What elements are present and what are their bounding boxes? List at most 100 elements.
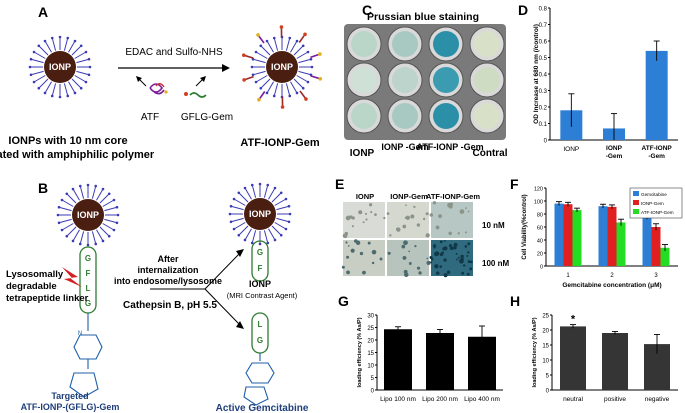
polymer-head: [107, 192, 111, 196]
bar: [598, 206, 608, 266]
y-axis-label: Cell Viability(%control): [522, 194, 528, 259]
reagents-label: EDAC and Sulfo-NHS: [125, 47, 223, 58]
polymer-head: [287, 204, 291, 208]
y-axis-label: OD Increase at 680 nm (/control): [533, 24, 540, 124]
cell-speck: [453, 242, 458, 247]
micrograph-tile: [343, 202, 385, 238]
polymer-head: [288, 36, 292, 40]
cell-speck: [422, 217, 426, 221]
polymer-strand: [285, 37, 291, 51]
peptide-capsule-right-top: [251, 240, 269, 282]
polymer-strand: [66, 193, 77, 204]
polymer-strand: [44, 81, 52, 94]
panel-label-b: B: [38, 180, 49, 196]
polymer-head: [112, 228, 116, 232]
cell-speck: [450, 202, 453, 206]
polymer-strand: [263, 184, 269, 198]
well-liquid: [433, 103, 459, 129]
plate-col-1: IONP: [350, 148, 375, 159]
cell-speck: [408, 250, 410, 253]
legend-label: IONP-Gem: [641, 201, 664, 206]
well-liquid: [433, 31, 459, 57]
polymer-strand: [68, 40, 76, 53]
polymer-head: [32, 80, 36, 84]
polymer-strand: [266, 81, 274, 94]
polymer-head: [288, 94, 292, 98]
cell-speck: [457, 232, 460, 235]
well-liquid: [392, 31, 418, 57]
well-liquid: [351, 103, 377, 129]
cell-speck: [346, 270, 350, 275]
cell-speck: [459, 209, 465, 214]
y-tick-label: 0.6: [539, 40, 548, 46]
cell-speck: [435, 271, 440, 275]
bar: [563, 204, 573, 266]
polymer-head: [232, 227, 236, 231]
bar: [602, 333, 628, 390]
peptide-capsule-right-bottom: [251, 312, 269, 354]
x-tick-label: IONP: [606, 145, 623, 152]
y-tick-label: 20: [537, 252, 543, 258]
branch-up-head: [236, 249, 244, 257]
y-tick-label: 120: [534, 187, 543, 193]
cell-speck: [346, 255, 350, 259]
bar: [572, 210, 582, 266]
polymer-head: [258, 242, 262, 246]
polymer-strand: [260, 78, 271, 89]
cell-speck: [460, 257, 464, 261]
y-axis-label: loading efficiency (% As/P): [357, 317, 363, 387]
gem-n-left: N: [78, 331, 82, 337]
panel-label-e: E: [335, 176, 345, 192]
significance-annotation: *: [571, 314, 576, 326]
polymer-strand: [298, 70, 312, 76]
polymer-strand: [266, 40, 274, 53]
cell-speck: [354, 239, 358, 243]
polymer-head: [232, 197, 236, 201]
cell-speck: [460, 254, 464, 259]
cell-speck: [374, 213, 377, 217]
cell-speck: [403, 240, 408, 246]
polymer-head: [251, 73, 255, 77]
polymer-head: [254, 50, 258, 54]
cell-speck: [425, 212, 429, 216]
polymer-head: [273, 186, 277, 190]
cell-speck: [369, 203, 373, 207]
micro-row-1: 10 nM: [482, 221, 505, 230]
cell-speck: [439, 253, 442, 255]
polymer-strand: [38, 45, 49, 56]
cell-speck: [443, 273, 448, 278]
polymer-strand: [33, 51, 46, 59]
polymer-head: [301, 86, 305, 90]
polymer-strand: [273, 37, 279, 51]
polymer-strand: [96, 229, 104, 242]
gemcitabine-structure-right: [243, 353, 275, 406]
cell-speck: [465, 207, 467, 209]
polymer-head: [243, 238, 247, 242]
panel-a-diagram: IONP IONP EDAC and Sulfo-NHS ATF GFLG-Ge…: [0, 25, 323, 161]
polymer-strand: [68, 81, 76, 94]
polymer-head: [58, 35, 62, 39]
cell-speck: [345, 241, 348, 244]
cell-speck: [362, 221, 365, 224]
panel-c-plate: Prussian blue staining IONP IONP -Gem AT…: [344, 11, 508, 159]
y-tick-label: 30: [367, 314, 374, 320]
micro-col-3: ATF-IONP-Gem: [426, 192, 480, 201]
polymer-head: [86, 183, 90, 187]
caption-ionps-line1: IONPs with 10 nm core: [8, 135, 127, 147]
bar: [607, 206, 617, 266]
x-tick-label: 3: [654, 273, 658, 279]
polymer-head: [73, 91, 77, 95]
cell-speck: [371, 261, 375, 265]
polymer-head: [101, 239, 105, 243]
peptide-res-bottom-1: L: [258, 320, 263, 329]
plate-col-3: ATF-IONP -Gem: [416, 142, 483, 152]
bar: [651, 227, 661, 266]
cell-speck: [443, 240, 446, 242]
polymer-strand: [99, 226, 110, 237]
polymer-strand: [58, 206, 72, 212]
polymer-head: [29, 57, 33, 61]
polymer-head: [306, 80, 310, 84]
cell-speck: [358, 210, 363, 215]
branch-down-head: [236, 321, 244, 329]
